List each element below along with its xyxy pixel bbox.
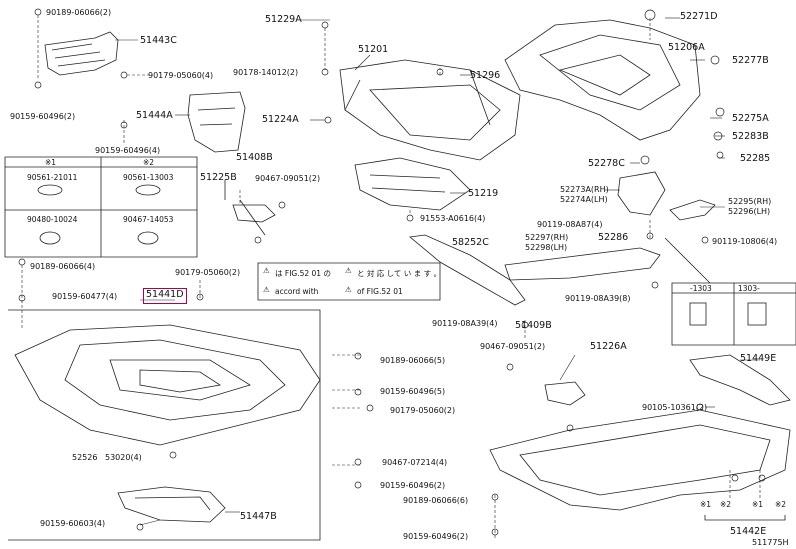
brace-58252C — [409, 234, 526, 306]
label-90179-05060-2-a: 90179-05060(2) — [175, 268, 241, 277]
label-51206A: 51206A — [668, 42, 705, 53]
label-90189-06066-2: 90189-06066(2) — [46, 8, 112, 17]
label-51225B: 51225B — [200, 172, 237, 183]
warning-icon: ⚠ — [345, 266, 352, 275]
label-90159-60496-2-c: 90159-60496(2) — [403, 532, 469, 541]
label-52283B: 52283B — [732, 131, 769, 142]
plate-51219 — [354, 157, 471, 211]
label-90179-05060-4: 90179-05060(4) — [148, 71, 214, 80]
highlight-51441D — [143, 288, 187, 304]
shield-51444A — [187, 91, 246, 153]
label-52286: 52286 — [598, 232, 629, 243]
label-90159-60496-5: 90159-60496(5) — [380, 387, 446, 396]
shield-51443C — [44, 31, 119, 76]
mark-x1b: ※1 — [752, 500, 764, 509]
warning-line2a: accord with — [275, 287, 319, 296]
label-90189-06066-4: 90189-06066(4) — [30, 262, 96, 271]
table-cell-r2c1: 90480-10024 — [27, 215, 78, 224]
label-52273A: 52273A(RH) — [560, 185, 609, 194]
label-90119-08A39-8: 90119-08A39(8) — [565, 294, 631, 303]
label-90467-07214: 90467-07214(4) — [382, 458, 448, 467]
label-51444A: 51444A — [136, 110, 173, 121]
bracket-51449E — [689, 354, 791, 406]
label-90179-05060-2-b: 90179-05060(2) — [390, 406, 456, 415]
cover-51442E — [489, 409, 791, 511]
label-90467-09051-2-a: 90467-09051(2) — [255, 174, 321, 183]
label-51409B: 51409B — [515, 320, 552, 331]
warning-icon: ⚠ — [345, 285, 352, 294]
warning-icon: ⚠ — [263, 285, 270, 294]
label-52296: 52296(LH) — [728, 207, 771, 216]
label-90119-08A39-4: 90119-08A39(4) — [432, 319, 498, 328]
label-51201: 51201 — [358, 44, 389, 55]
inset-left-label: -1303 — [690, 284, 712, 293]
mark-x2: ※2 — [720, 500, 732, 509]
label-52274A: 52274A(LH) — [560, 195, 608, 204]
table-cell-r2c2: 90467-14053 — [123, 215, 174, 224]
label-90159-60496-2-a: 90159-60496(2) — [10, 112, 76, 121]
label-90189-06066-6: 90189-06066(6) — [403, 496, 469, 505]
label-52526: 52526 — [72, 453, 98, 462]
label-51447B: 51447B — [240, 511, 277, 522]
table-cell-r1c1: 90561-21011 — [27, 173, 78, 182]
label-52277B: 52277B — [732, 55, 769, 66]
label-51224A: 51224A — [262, 114, 299, 125]
bar-52297 — [504, 247, 661, 281]
label-91553-A0616: 91553-A0616(4) — [420, 214, 486, 223]
label-51296: 51296 — [470, 70, 501, 81]
label-90178-14012: 90178-14012(2) — [233, 68, 299, 77]
bracket-52273A — [617, 171, 666, 216]
mark-x1: ※1 — [700, 500, 712, 509]
table-cell-r1c2: 90561-13003 — [123, 173, 174, 182]
bracket-52295 — [669, 199, 716, 221]
crossmember-51201 — [339, 59, 521, 161]
label-90159-60496-4: 90159-60496(4) — [95, 146, 161, 155]
label-51441D: 51441D — [146, 289, 184, 300]
label-51219: 51219 — [468, 188, 499, 199]
table-header-2: ※2 — [143, 158, 155, 167]
mark-x2b: ※2 — [775, 500, 787, 509]
label-51443C: 51443C — [140, 35, 177, 46]
label-90105-10361: 90105-10361(2) — [642, 403, 708, 412]
label-90189-06066-5: 90189-06066(5) — [380, 356, 446, 365]
label-90159-60603: 90159-60603(4) — [40, 519, 106, 528]
label-90159-60496-2-b: 90159-60496(2) — [380, 481, 446, 490]
warning-icon: ⚠ — [263, 266, 270, 275]
label-52275A: 52275A — [732, 113, 769, 124]
label-90119-10806: 90119-10806(4) — [712, 237, 778, 246]
label-90159-60477: 90159-60477(4) — [52, 292, 118, 301]
label-53020: 53020(4) — [105, 453, 142, 462]
label-52297: 52297(RH) — [525, 233, 569, 242]
label-58252C: 58252C — [452, 237, 489, 248]
label-51229A: 51229A — [265, 14, 302, 25]
inset-right-label: 1303- — [738, 284, 760, 293]
cover-51441D — [14, 324, 321, 446]
subframe-51206A — [504, 19, 701, 141]
label-90467-09051-2-b: 90467-09051(2) — [480, 342, 546, 351]
warning-line2b: of FIG.52 01 — [357, 287, 403, 296]
label-51449E: 51449E — [740, 353, 777, 364]
warning-line1a: は FIG.52 01 の — [275, 269, 331, 278]
cover-51447B — [117, 486, 226, 523]
label-51442E: 51442E — [730, 526, 767, 537]
label-52271D: 52271D — [680, 11, 718, 22]
label-52278C: 52278C — [588, 158, 625, 169]
label-52298: 52298(LH) — [525, 243, 568, 252]
label-51226A: 51226A — [590, 341, 627, 352]
bracket-51409B — [544, 381, 586, 406]
table-header-1: ※1 — [45, 158, 57, 167]
label-52295: 52295(RH) — [728, 197, 772, 206]
warning-line1b: と 対 応 して い ま す 。 — [357, 269, 441, 278]
diagram-id: 511775H — [752, 538, 789, 547]
bracket-51408B — [232, 204, 276, 223]
label-51408B: 51408B — [236, 152, 273, 163]
label-90119-08A87: 90119-08A87(4) — [537, 220, 603, 229]
label-52285: 52285 — [740, 153, 771, 164]
